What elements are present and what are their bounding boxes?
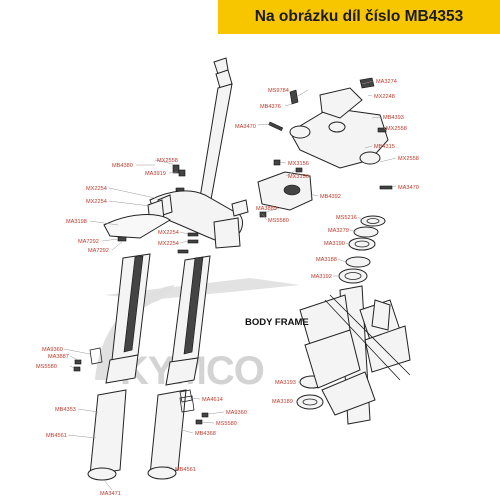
part-label: MA7292 — [88, 248, 109, 254]
body-frame — [299, 285, 411, 425]
leader-lines — [63, 80, 397, 491]
part-label: MA3887 — [48, 354, 69, 360]
part-label: MX2254 — [86, 199, 107, 205]
part-label: MA4614 — [202, 397, 223, 403]
part-label: MX2248 — [374, 94, 395, 100]
part-label: MX2558 — [398, 156, 419, 162]
fasteners — [73, 121, 393, 425]
part-label: MX3156 — [288, 161, 309, 167]
part-label: MB4392 — [320, 194, 341, 200]
part-label: MS5580 — [216, 421, 237, 427]
upper-fork-bracket — [289, 77, 389, 169]
part-label: MB4368 — [195, 431, 216, 437]
part-label: MS5580 — [36, 364, 57, 370]
part-label: MX2558 — [386, 126, 407, 132]
part-label: MA3919 — [145, 171, 166, 177]
part-labels: MA3274 MS9784 MX2248 MB4376 MB4393 MA347… — [36, 79, 419, 497]
part-label: MA3471 — [100, 491, 121, 497]
part-label: MA3279 — [328, 228, 349, 234]
fork-tube-right — [147, 255, 211, 480]
part-label: MB4380 — [112, 163, 133, 169]
part-label: MA9360 — [42, 347, 63, 353]
part-label: MB4315 — [374, 144, 395, 150]
title-banner: Na obrázku díl číslo MB4353 — [218, 0, 500, 34]
part-label: MA3192 — [311, 274, 332, 280]
part-label: MX2254 — [86, 186, 107, 192]
part-label: MS5216 — [336, 215, 357, 221]
part-label: MB4561 — [175, 467, 196, 473]
part-label: MA9360 — [226, 410, 247, 416]
part-label: MS9784 — [268, 88, 289, 94]
part-label: MA3274 — [376, 79, 397, 85]
part-label: MA7292 — [78, 239, 99, 245]
part-label: MB4353 — [55, 407, 76, 413]
banner-title: Na obrázku díl číslo MB4353 — [254, 8, 464, 25]
part-label: MB4376 — [260, 104, 281, 110]
part-label: MX2558 — [157, 158, 178, 164]
handlebar-clamp — [103, 171, 313, 239]
part-label: MA3193 — [275, 380, 296, 386]
fork-tube-left — [87, 253, 151, 481]
part-label: MX2254 — [158, 241, 179, 247]
part-label: MA3470 — [235, 124, 256, 130]
lower-fork-bracket — [147, 164, 244, 249]
part-label: MA3188 — [316, 257, 337, 263]
part-label: MX2254 — [158, 230, 179, 236]
part-label: MA3470 — [398, 185, 419, 191]
part-label: MX3156 — [288, 174, 309, 180]
part-label: MA3889 — [256, 206, 277, 212]
part-label: MB4561 — [46, 433, 67, 439]
part-label: MS5580 — [268, 218, 289, 224]
body-frame-label: BODY FRAME — [245, 317, 309, 328]
part-label: MB4393 — [383, 115, 404, 121]
part-label: MA3190 — [324, 241, 345, 247]
part-label: MA3189 — [272, 399, 293, 405]
part-label: MA3198 — [66, 219, 87, 225]
